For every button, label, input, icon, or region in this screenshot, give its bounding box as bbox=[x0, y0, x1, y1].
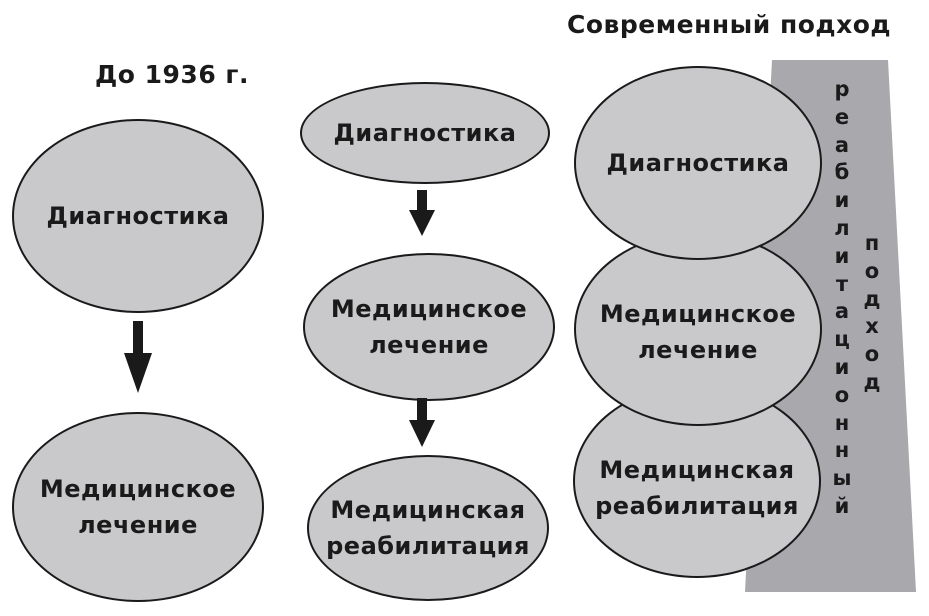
banner-letter: л bbox=[834, 215, 850, 240]
banner-letter: а bbox=[834, 132, 850, 157]
banner-letter: о bbox=[834, 382, 850, 407]
node-label-line: Медицинское bbox=[330, 295, 528, 323]
node-label-line: Медицинское bbox=[39, 475, 237, 503]
node-diagnostics-before: Диагностика bbox=[12, 119, 264, 313]
node-label-line: Диагностика bbox=[606, 149, 790, 177]
banner-letter: е bbox=[834, 104, 850, 129]
node-label-line: Диагностика bbox=[333, 119, 517, 147]
banner-letter: о bbox=[864, 342, 880, 367]
banner-letter: и bbox=[834, 188, 850, 213]
banner-letter: и bbox=[834, 354, 850, 379]
node-label-line: реабилитация bbox=[595, 492, 799, 520]
node-medical-treatment-middle: Медицинское лечение bbox=[303, 253, 555, 401]
heading-before-1936: До 1936 г. bbox=[95, 60, 249, 89]
node-medical-rehabilitation-middle: Медицинская реабилитация bbox=[307, 455, 549, 601]
node-label-line: лечение bbox=[369, 331, 489, 359]
banner-letter: п bbox=[864, 231, 880, 255]
banner-letter: и bbox=[834, 243, 850, 268]
node-label-line: лечение bbox=[638, 336, 758, 364]
banner-letter: б bbox=[834, 160, 850, 185]
banner-letter: д bbox=[863, 369, 881, 394]
banner-letter: т bbox=[835, 271, 849, 296]
node-medical-treatment-modern: Медицинское лечение bbox=[574, 232, 822, 426]
node-label-line: Медицинская bbox=[330, 496, 526, 524]
heading-modern-approach: Современный подход bbox=[567, 10, 892, 39]
node-label-line: Медицинская bbox=[599, 456, 795, 484]
node-label-line: Медицинское bbox=[599, 300, 797, 328]
node-label-line: реабилитация bbox=[326, 532, 530, 560]
banner-letter: р bbox=[834, 77, 850, 101]
banner-letter: н bbox=[834, 410, 850, 435]
banner-letter: ц bbox=[834, 327, 850, 352]
banner-letter: а bbox=[834, 299, 850, 324]
node-label-line: Диагностика bbox=[46, 202, 230, 230]
node-label-line: лечение bbox=[78, 511, 198, 539]
banner-letter: й bbox=[834, 493, 850, 518]
banner-letter: х bbox=[865, 314, 879, 339]
banner-letter: д bbox=[863, 286, 881, 311]
node-diagnostics-modern: Диагностика bbox=[574, 66, 822, 260]
banner-letter: н bbox=[834, 438, 850, 463]
node-diagnostics-middle: Диагностика bbox=[300, 82, 550, 184]
banner-letter: ы bbox=[832, 466, 852, 491]
node-medical-treatment-before: Медицинское лечение bbox=[12, 412, 264, 602]
banner-letter: о bbox=[864, 258, 880, 283]
